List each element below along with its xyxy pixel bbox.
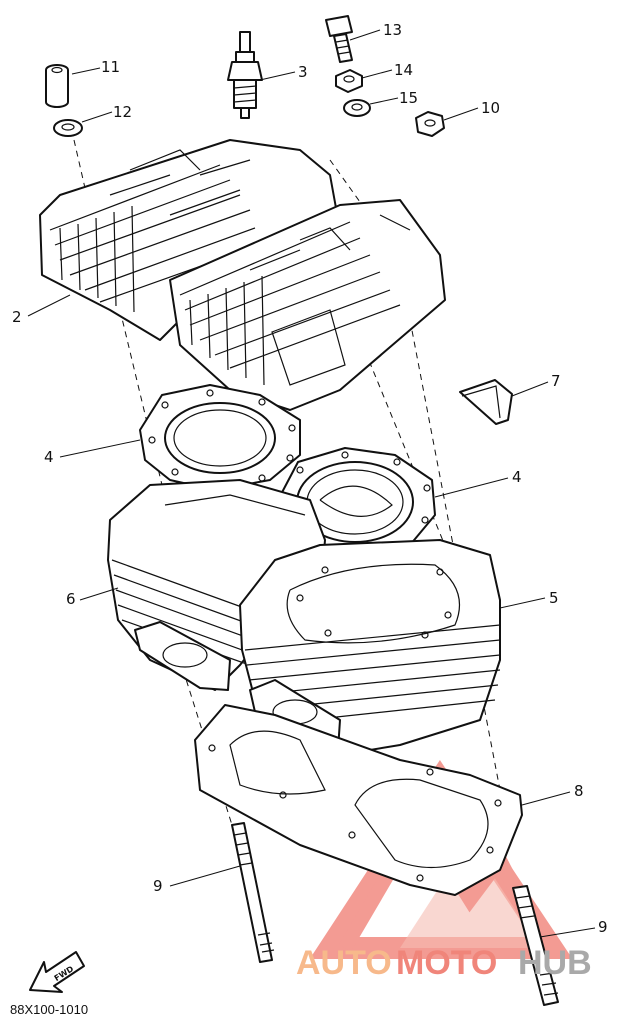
callout-3: 3 [298, 63, 308, 81]
callout-14: 14 [394, 61, 413, 79]
dowel-pin [45, 64, 69, 108]
fwd-arrow-icon: FWD [29, 951, 85, 993]
watermark-text: AUTO MOTO HUB [296, 944, 592, 982]
callout-4-rear: 4 [44, 448, 54, 466]
callout-13: 13 [383, 21, 402, 39]
bolt [325, 15, 353, 63]
cylinder-front [239, 539, 501, 756]
spark-plug [227, 31, 263, 119]
nut-10 [415, 111, 445, 137]
callout-numbers: 11 12 3 13 14 15 10 2 7 4 4 6 5 8 9 9 [12, 21, 608, 936]
head-gasket-rear [139, 384, 301, 491]
diagram-code: 88X100-1010 [10, 1002, 88, 1017]
leader-lines [27, 29, 596, 938]
nut-14 [335, 69, 363, 93]
washer-12 [53, 119, 83, 137]
watermark-part-3: HUB [518, 944, 592, 982]
callout-2: 2 [12, 308, 22, 326]
callout-12: 12 [113, 103, 132, 121]
stud-left [231, 822, 275, 963]
callout-6: 6 [66, 590, 76, 608]
callout-4-front: 4 [512, 468, 522, 486]
head-gasket-front [277, 447, 436, 561]
callout-15: 15 [399, 89, 418, 107]
callout-9-right: 9 [598, 918, 608, 936]
callout-9-left: 9 [153, 877, 163, 895]
cylinder-head-front [169, 199, 446, 411]
callout-10: 10 [481, 99, 500, 117]
callout-8: 8 [574, 782, 584, 800]
watermark-part-2: MOTO [396, 944, 497, 982]
base-gasket [194, 704, 523, 896]
washer-15 [343, 99, 371, 117]
callout-11: 11 [101, 58, 120, 76]
callout-7: 7 [551, 372, 561, 390]
bracket [459, 379, 513, 425]
watermark-part-1: AUTO [296, 944, 392, 982]
stud-right [512, 885, 559, 1006]
callout-5: 5 [549, 589, 559, 607]
